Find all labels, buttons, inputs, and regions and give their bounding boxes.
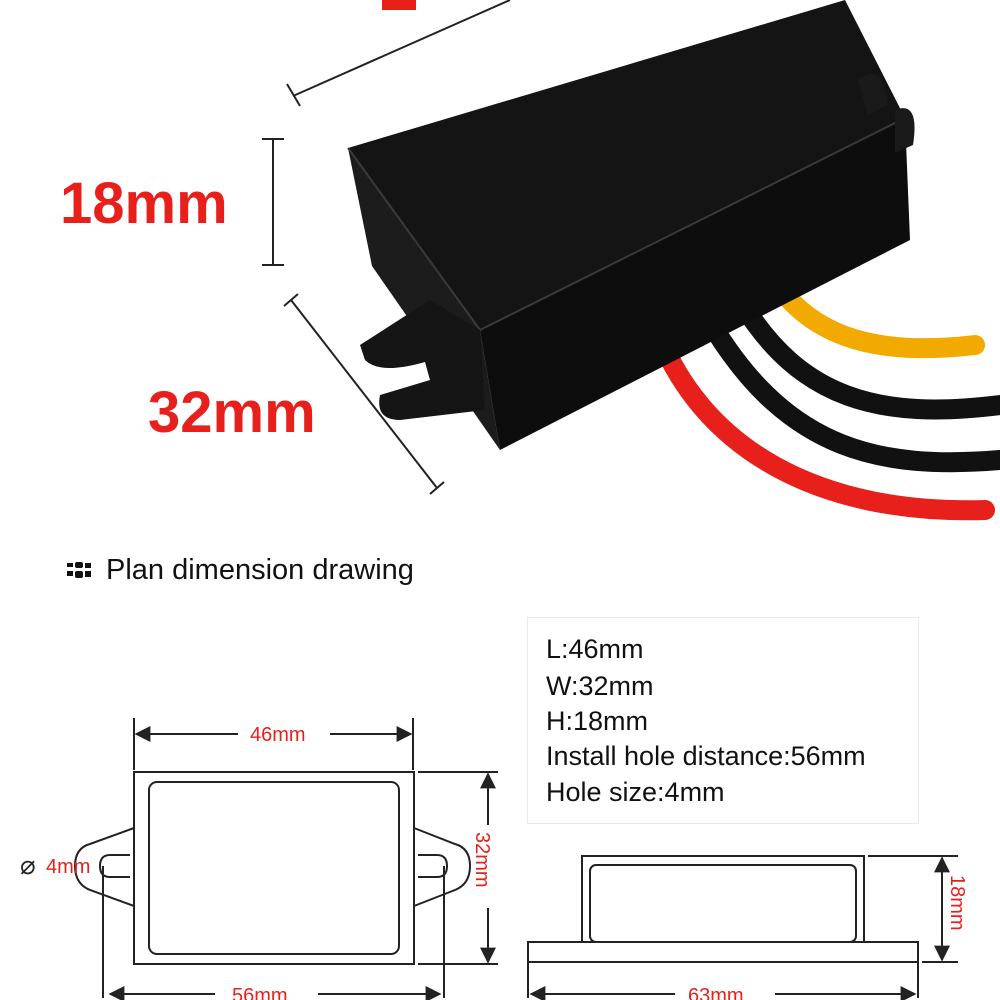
grid-bullet-icon [67,561,91,578]
cropped-red-label-fragment [382,0,416,10]
section-title: Plan dimension drawing [66,556,414,585]
mounting-ear [360,300,485,420]
width-dimension-tick-top [283,293,299,307]
spec-box: L:46mm W:32mm H:18mm Install hole distan… [528,618,918,823]
hole-distance-label: 56mm [232,985,288,1000]
width-dimension-tick-bottom [429,481,445,495]
side-height-label: 18mm [946,875,968,931]
top-width-label: 32mm [471,832,493,888]
diameter-symbol: ⌀ [20,851,36,881]
side-length-label: 63mm [688,985,744,1000]
width-dimension-line [290,299,438,489]
wire-red [645,315,995,521]
side-view [527,855,958,1000]
wire-black-2 [705,320,1000,473]
wire-black-1 [730,290,1000,420]
hole-diameter-label: 4mm [46,856,90,878]
product-photo [262,0,1000,521]
length-dimension-line [292,0,511,97]
spec-hole-size: Hole size:4mm [546,777,725,807]
dimension-drawing: 46mm ⌀ 4mm 56mm 32mm 18mm 63mm [20,718,968,1000]
length-dimension-tick [286,83,301,107]
converter-box [347,0,915,450]
spec-width: W:32mm [546,671,654,701]
top-length-label: 46mm [250,724,306,746]
height-label: 18mm [60,171,228,236]
spec-length: L:46mm [546,634,644,664]
section-title-text: Plan dimension drawing [106,554,414,586]
width-label: 32mm [148,380,316,445]
top-view [73,718,498,1000]
spec-hole-distance: Install hole distance:56mm [546,741,866,771]
spec-height: H:18mm [546,706,649,736]
